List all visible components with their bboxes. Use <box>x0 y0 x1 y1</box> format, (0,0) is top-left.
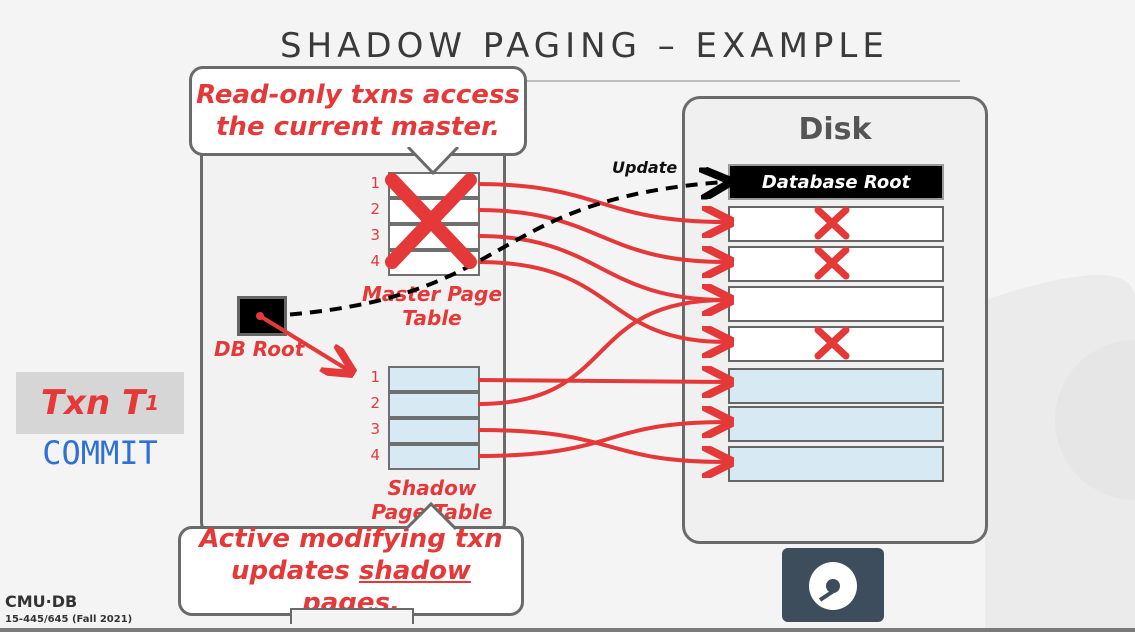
course-label: 15-445/645 (Fall 2021) <box>5 614 133 625</box>
db-root-label: DB Root <box>214 337 305 361</box>
master-page-table-row <box>388 198 480 224</box>
txn-subscript: 1 <box>145 391 160 415</box>
modifying-callout: Active modifying txn updates shadow page… <box>178 524 524 618</box>
ram-icon <box>290 608 414 624</box>
txn-name: Txn T <box>40 383 146 423</box>
cmu-db-logo: CMU·DB <box>5 592 78 611</box>
callout-top-tail <box>406 147 460 176</box>
master-page-table-row <box>388 250 480 276</box>
update-label: Update <box>612 158 678 177</box>
database-root-block: Database Root <box>728 164 944 200</box>
footer-divider <box>0 628 1135 632</box>
disk-page-shadow <box>728 368 944 404</box>
master-row-number: 3 <box>370 226 380 244</box>
master-row-number: 2 <box>370 200 380 218</box>
disk-page <box>728 286 944 322</box>
master-row-number: 4 <box>370 252 380 270</box>
commit-status: COMMIT <box>42 434 158 472</box>
hard-disk-icon <box>782 548 884 622</box>
disk-title: Disk <box>798 112 872 147</box>
disk-page-shadow <box>728 446 944 482</box>
disk-page <box>728 206 944 242</box>
shadow-page-table-row <box>388 418 480 444</box>
callout-bottom-tail <box>404 502 458 530</box>
read-only-callout: Read-only txns access the current master… <box>189 66 527 156</box>
shadow-row-number: 1 <box>370 368 380 386</box>
shadow-row-number: 4 <box>370 446 380 464</box>
shadow-page-table-row <box>388 444 480 470</box>
read-only-callout-text: Read-only txns access the current master… <box>196 80 520 142</box>
shadow-page-table-row <box>388 366 480 392</box>
shadow-page-table-row <box>388 392 480 418</box>
master-page-table-row <box>388 224 480 250</box>
shadow-row-number: 2 <box>370 394 380 412</box>
shadow-row-number: 3 <box>370 420 380 438</box>
db-root-pointer <box>237 296 287 336</box>
title-divider <box>280 80 960 82</box>
page-title: SHADOW PAGING – EXAMPLE <box>280 26 889 66</box>
disk-page-shadow <box>728 406 944 442</box>
disk-page <box>728 246 944 282</box>
shadow-emphasis: shadow <box>358 556 471 586</box>
master-page-table-label: Master Page Table <box>362 282 503 330</box>
disk-page <box>728 326 944 362</box>
master-row-number: 1 <box>370 174 380 192</box>
